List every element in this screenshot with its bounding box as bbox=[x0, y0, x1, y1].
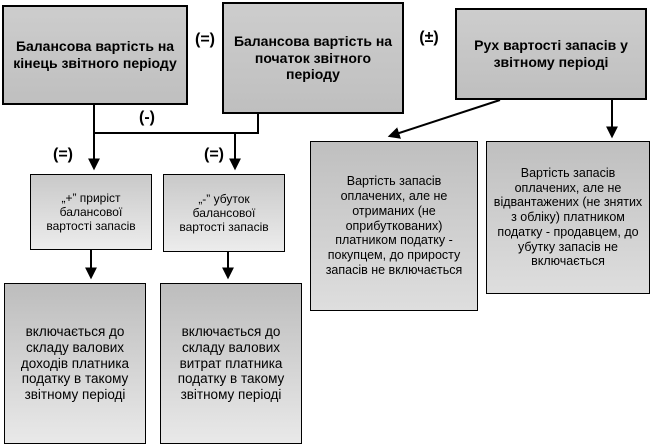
operator-minus: (-) bbox=[139, 109, 155, 126]
operator-equals-left: (=) bbox=[53, 146, 73, 163]
box-paid-not-received: Вартість запасів оплачених, але не отрим… bbox=[310, 141, 478, 311]
box-gross-expenses: включається до складу валових витрат пла… bbox=[160, 283, 302, 444]
operator-equals-right: (=) bbox=[204, 146, 224, 163]
box-gross-income: включається до складу валових доходів пл… bbox=[4, 283, 146, 444]
box-balance-start: Балансова вартість на початок звітного п… bbox=[222, 2, 404, 114]
box-paid-not-shipped: Вартість запасів оплачених, але не відва… bbox=[486, 141, 650, 294]
operator-equals-top: (=) bbox=[195, 31, 215, 48]
box-decrease: „-” убуток балансової вартості запасів bbox=[163, 174, 285, 252]
box-balance-end: Балансова вартість на кінець звітного пе… bbox=[2, 5, 188, 105]
operator-plus-minus: (±) bbox=[419, 29, 439, 46]
box-movement: Рух вартості запасів у звітному періоді bbox=[455, 8, 647, 100]
box-increase: „+” приріст балансової вартості запасів bbox=[30, 174, 152, 250]
